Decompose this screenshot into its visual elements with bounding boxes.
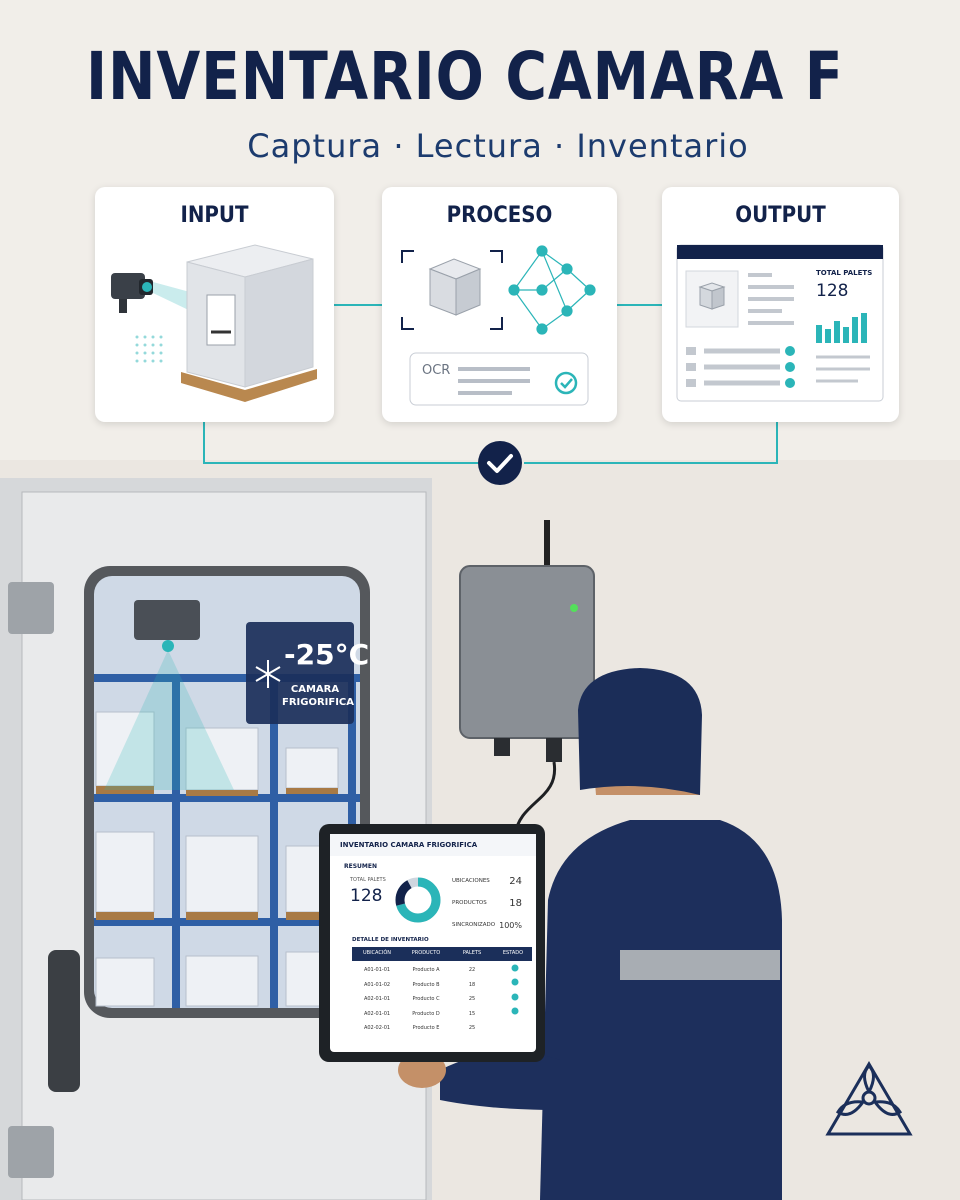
chamber-label: CAMARA FRIGORIFICA	[282, 683, 355, 709]
door-hinge-top	[8, 582, 54, 634]
tablet-total-label: TOTAL PALETS	[350, 877, 386, 883]
output-illustration	[676, 244, 884, 402]
ceiling-scanner-icon	[104, 600, 234, 790]
tablet-stat-value: 18	[509, 897, 522, 909]
worker-illustration	[398, 668, 782, 1200]
snowflake-icon	[255, 660, 281, 688]
ocr-label: OCR	[422, 363, 451, 378]
tablet-stat-value: 24	[509, 875, 522, 887]
table-row[interactable]: A02-02-01 Producto E 25	[352, 1021, 532, 1036]
tablet-stat-products: PRODUCTOS 18	[452, 892, 522, 914]
dashboard-bar-chart	[816, 313, 867, 343]
tablet-stat-locations: UBICACIONES 24	[452, 870, 522, 892]
connector-loop	[203, 422, 778, 464]
tablet-table-header	[352, 947, 532, 961]
tablet-table-columns: UBICACIÓN PRODUCTO PALETS ESTADO	[352, 950, 532, 956]
table-cell-product: Producto B	[412, 981, 440, 988]
page-title: INVENTARIO CAMARA FRIGORIFICA	[86, 38, 838, 115]
table-cell-location: A01-01-01	[363, 967, 391, 974]
tablet-screen	[330, 834, 536, 1052]
table-cell-location: A02-01-01	[363, 1010, 391, 1017]
table-cell-pallets: 18	[468, 981, 476, 988]
camera-icon	[111, 273, 153, 313]
table-cell-location: A02-02-01	[363, 1025, 391, 1032]
tablet-summary-label: RESUMEN	[344, 863, 378, 870]
chamber-label-line2: FRIGORIFICA	[282, 697, 355, 708]
process-card-title: PROCESO	[446, 203, 553, 228]
temperature-sign	[246, 622, 354, 724]
table-cell-location: A01-01-02	[363, 981, 391, 988]
control-box	[459, 565, 595, 739]
door-handle[interactable]	[48, 950, 80, 1092]
column-header: PRODUCTO	[411, 950, 441, 956]
table-cell-pallets: 25	[468, 1025, 476, 1032]
tablet-detail-label: DETALLE DE INVENTARIO	[352, 937, 429, 943]
tablet-stat-label: PRODUCTOS	[452, 900, 487, 906]
dashboard-list	[686, 346, 870, 388]
column-header: ESTADO	[502, 950, 524, 956]
table-cell-pallets: 22	[468, 967, 476, 974]
scan-frame-icon	[401, 250, 503, 330]
chamber-temperature: -25°C	[284, 638, 370, 671]
tablet-stat-sync: SINCRONIZADO 100%	[452, 914, 522, 936]
output-total-value: 128	[816, 281, 849, 301]
tablet-table-body: A01-01-01 Producto A 22 A01-01-02 Produc…	[352, 963, 532, 1036]
antenna	[544, 520, 550, 572]
tablet-status-icons	[511, 964, 519, 1015]
table-cell-location: A02-01-01	[363, 996, 391, 1003]
table-cell-product: Producto A	[412, 967, 440, 974]
door-hinge-bottom	[8, 1126, 54, 1178]
ocr-check-icon	[554, 371, 578, 395]
table-row[interactable]: A01-01-02 Producto B 18	[352, 978, 532, 993]
pallet-icon	[181, 244, 317, 402]
table-cell-product: Producto E	[412, 1025, 440, 1032]
tablet-donut-chart	[395, 877, 441, 923]
tablet-stat-label: UBICACIONES	[452, 878, 490, 884]
column-header: PALETS	[462, 950, 482, 956]
table-row[interactable]: A02-01-01 Producto C 25	[352, 992, 532, 1007]
cube-icon	[428, 258, 482, 316]
tablet-stat-value: 100%	[499, 920, 522, 930]
status-led-icon	[570, 604, 578, 612]
table-row[interactable]: A02-01-01 Producto D 15	[352, 1007, 532, 1022]
input-illustration	[111, 244, 317, 402]
output-total-label: TOTAL PALETS	[816, 269, 873, 277]
input-card: INPUT	[95, 187, 334, 422]
tablet-title: INVENTARIO CAMARA FRIGORIFICA	[340, 841, 478, 849]
tablet-stat-label: SINCRONIZADO	[452, 922, 496, 928]
table-cell-pallets: 15	[468, 1010, 476, 1017]
input-card-title: INPUT	[180, 203, 249, 228]
scan-dots	[135, 335, 163, 363]
brand-logo-icon	[825, 1061, 913, 1136]
chamber-label-line1: CAMARA	[290, 684, 340, 695]
check-icon	[487, 454, 513, 473]
page-subtitle: Captura · Lectura · Inventario	[247, 127, 749, 165]
table-cell-product: Producto C	[412, 996, 440, 1003]
output-card: OUTPUT TOTAL PALETS 128	[662, 187, 899, 422]
table-cell-pallets: 25	[468, 996, 476, 1003]
process-illustration	[401, 245, 596, 406]
tablet-stats: UBICACIONES 24 PRODUCTOS 18 SINCRONIZADO…	[452, 870, 522, 936]
table-row[interactable]: A01-01-01 Producto A 22	[352, 963, 532, 978]
tablet-total-value: 128	[350, 886, 383, 906]
check-circle-icon	[478, 441, 522, 485]
output-card-title: OUTPUT	[735, 203, 826, 228]
process-card: PROCESO OCR	[382, 187, 617, 422]
neural-network-icon	[508, 245, 596, 335]
column-header: UBICACIÓN	[362, 950, 392, 956]
table-cell-product: Producto D	[412, 1010, 440, 1017]
